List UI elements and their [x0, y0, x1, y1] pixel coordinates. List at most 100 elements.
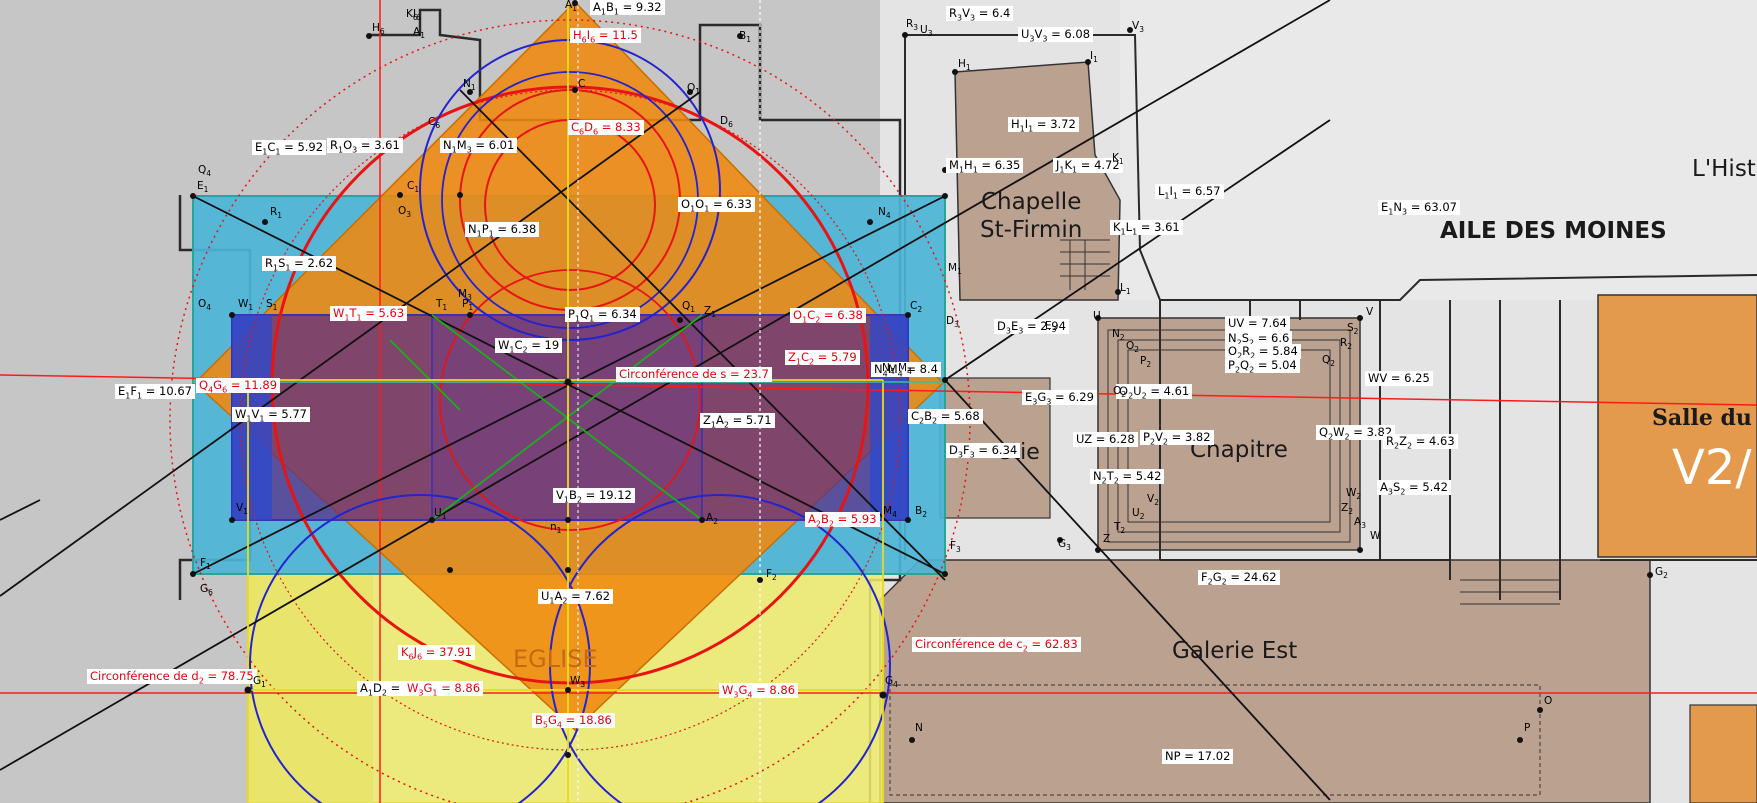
measurement-label[interactable]: O2U2 = 4.61 — [1116, 384, 1193, 400]
measurement-label[interactable]: Circonférence de d2 = 78.75 — [87, 669, 257, 685]
measurement-label[interactable]: N1P1 = 6.38 — [465, 222, 540, 238]
measurement-label[interactable]: R2Z2 = 4.63 — [1383, 434, 1458, 450]
point-label: E3 — [1045, 320, 1057, 335]
measurement-label[interactable]: J1K1 = 4.72 — [1053, 158, 1123, 174]
point-label: R3 — [906, 18, 919, 33]
point-label: O3 — [398, 205, 412, 220]
measurement-label[interactable]: N4M4 = 8.4 — [871, 362, 941, 378]
point-label: M4 — [898, 362, 912, 377]
measurement-label[interactable]: N2T2 = 5.42 — [1090, 469, 1165, 485]
point-label: P2 — [1140, 355, 1152, 370]
measurement-label[interactable]: H1I1 = 3.72 — [1008, 117, 1079, 133]
measurement-label[interactable]: A3S2 = 5.42 — [1377, 480, 1451, 496]
measurement-label[interactable]: E1C1 = 5.92 — [252, 140, 327, 156]
point-label: M3 — [458, 288, 472, 303]
measurement-label[interactable]: E1F1 = 10.67 — [115, 384, 195, 400]
point-label: B2 — [915, 505, 927, 520]
measurement-label[interactable]: V1B2 = 19.12 — [553, 488, 635, 504]
measurement-label[interactable]: E3G3 = 6.29 — [1022, 390, 1097, 406]
measurement-label[interactable]: UZ = 6.28 — [1073, 432, 1138, 447]
point-label: T2 — [1114, 521, 1126, 536]
measurement-label[interactable]: P1Q1 = 6.34 — [565, 307, 640, 323]
plan-label-salle: Salle du c — [1652, 405, 1757, 431]
measurement-label[interactable]: W1T1 = 5.63 — [330, 306, 408, 322]
point-label: S1 — [266, 298, 278, 313]
measurement-label[interactable]: N2S2 = 6.6 — [1225, 331, 1293, 347]
measurement-label[interactable]: R3V3 = 6.4 — [946, 6, 1014, 22]
measurement-label[interactable]: P2V2 = 3.82 — [1140, 430, 1214, 446]
point-label: H1 — [958, 58, 971, 73]
measurement-label[interactable]: K6J6 = 37.91 — [398, 645, 476, 661]
measurement-label[interactable]: F2G2 = 24.62 — [1198, 570, 1280, 586]
point-label: Z — [1103, 533, 1111, 545]
measurement-label[interactable]: D3F3 = 6.34 — [946, 443, 1021, 459]
plan-label-v2: V2/ — [1672, 440, 1752, 496]
point-label: B1 — [739, 30, 751, 45]
measurement-label[interactable]: W1C2 = 19 — [495, 338, 563, 354]
measurement-label[interactable]: NP = 17.02 — [1162, 749, 1234, 764]
blue-circle-lower-right — [549, 494, 891, 803]
measurement-label[interactable]: D3E3 = 2.94 — [994, 319, 1069, 335]
point-label: N1 — [463, 78, 476, 93]
measurement-label[interactable]: Q4G6 = 11.89 — [196, 378, 281, 394]
measurement-label[interactable]: L1I1 = 6.57 — [1155, 184, 1224, 200]
point-label: U3 — [920, 24, 933, 39]
measurement-label[interactable]: K1L1 = 3.61 — [1110, 220, 1183, 236]
point-label: W1 — [238, 298, 254, 313]
point-label: K6 — [406, 8, 418, 23]
measurement-label[interactable]: C2B2 = 5.68 — [908, 409, 983, 425]
measurement-label[interactable]: UV = 7.64 — [1225, 316, 1290, 331]
point-label: V — [1366, 306, 1374, 318]
measurement-label[interactable]: W3G4 = 8.86 — [719, 683, 799, 699]
measurement-label[interactable]: Z1A2 = 5.71 — [700, 413, 775, 429]
point-label: N — [915, 722, 923, 734]
measurement-label[interactable]: Circonférence de s = 23.7 — [616, 367, 772, 382]
measurement-label[interactable]: Q2W2 = 3.82 — [1316, 425, 1396, 441]
measurement-label[interactable]: A2B2 = 5.93 — [805, 512, 880, 528]
measurement-label[interactable]: E1N3 = 63.07 — [1378, 200, 1460, 216]
plan-label-aile: AILE DES MOINES — [1440, 218, 1667, 244]
measurement-label[interactable]: M1H1 = 6.35 — [946, 158, 1024, 174]
point-label: O4 — [198, 298, 212, 313]
measurement-label[interactable]: R1O3 = 3.61 — [327, 138, 403, 154]
measurement-label[interactable]: W3G1 = 8.86 — [404, 681, 484, 697]
galerie-est-room — [879, 559, 1651, 803]
measurement-label[interactable]: W1V1 = 5.77 — [232, 407, 310, 423]
measurement-label[interactable]: R1S1 = 2.62 — [262, 256, 337, 272]
point-label: E1 — [197, 180, 209, 195]
point-label: G1 — [253, 675, 266, 690]
point-label: O2 — [1126, 340, 1140, 355]
point-label: I1 — [1090, 50, 1098, 65]
measurement-label[interactable]: Circonférence de c2 = 62.83 — [912, 637, 1081, 653]
plan-background-right-top — [1120, 0, 1757, 300]
measurement-label[interactable]: WV = 6.25 — [1365, 371, 1433, 386]
blue-strip-right — [870, 315, 908, 520]
measurement-label[interactable]: O1C2 = 6.38 — [790, 308, 866, 324]
measurement-label[interactable]: Z1C2 = 5.79 — [785, 350, 860, 366]
point-label: A3 — [1354, 516, 1366, 531]
measurement-label[interactable]: O2R2 = 5.84 — [1225, 344, 1301, 360]
measurement-label[interactable]: U3V3 = 6.08 — [1018, 27, 1094, 43]
measurement-label[interactable]: U1A2 = 7.62 — [538, 589, 614, 605]
point-label: O2 — [1113, 385, 1127, 400]
measurement-label[interactable]: N1M3 = 6.01 — [440, 138, 518, 154]
measurement-label[interactable]: O1O1 = 6.33 — [678, 197, 755, 213]
green-diagonals — [389, 314, 703, 521]
point-label: G6 — [200, 583, 213, 598]
point-label: Q1 — [682, 300, 696, 315]
point-label: F3 — [950, 540, 961, 555]
point-label: U — [1093, 310, 1101, 322]
measurement-label[interactable]: H6I6 = 11.5 — [570, 28, 641, 44]
point-label: R2 — [1340, 337, 1353, 352]
measurement-label[interactable]: C6D6 = 8.33 — [568, 120, 644, 136]
measurement-label[interactable]: P2Q2 = 5.04 — [1225, 358, 1300, 374]
point-label: Q2 — [1322, 354, 1336, 369]
plan-label-galerie: Galerie Est — [1172, 638, 1298, 664]
point-label: G3 — [1058, 538, 1071, 553]
measurement-label[interactable]: B5G4 = 18.86 — [532, 713, 615, 729]
point-label: C6 — [428, 116, 441, 131]
point-label: I6 — [413, 8, 421, 23]
measurement-label[interactable]: A1B1 = 9.32 — [590, 0, 665, 16]
